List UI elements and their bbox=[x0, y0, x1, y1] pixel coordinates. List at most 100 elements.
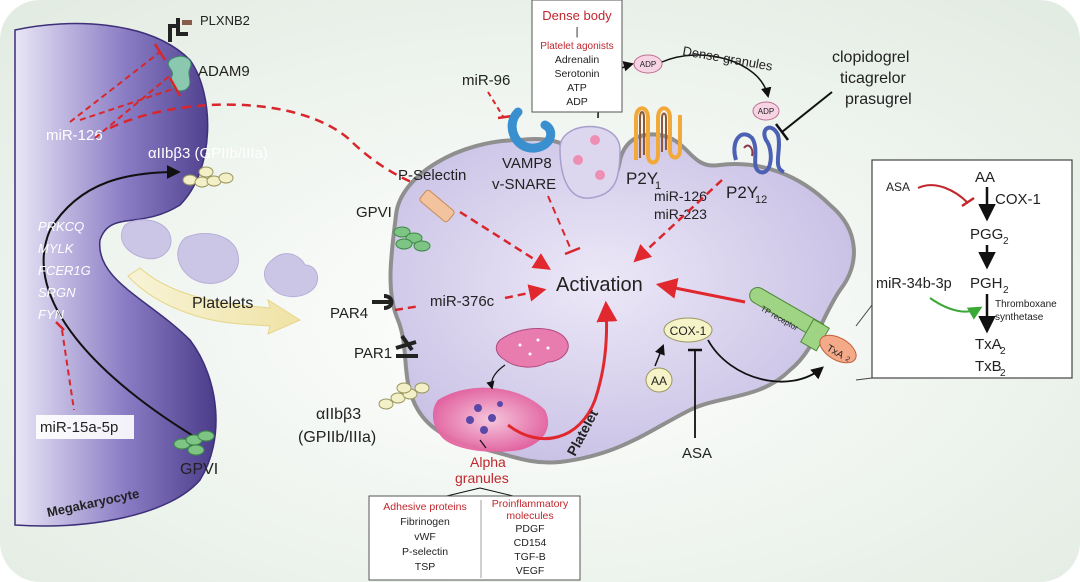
p2y1-label: P2Y bbox=[626, 169, 658, 188]
pathway-cox1: COX-1 bbox=[995, 191, 1041, 208]
inhibition-bars bbox=[153, 43, 182, 97]
mir126-inhibition-lines bbox=[69, 51, 177, 139]
gene-list: PRKCQ MYLK FCER1G SRGN FYN bbox=[38, 219, 91, 322]
pathway-pgh2-sub: 2 bbox=[1003, 285, 1009, 296]
granule-fusion-arrow bbox=[486, 364, 506, 390]
pathway-box-connector bbox=[855, 304, 873, 381]
platelet-gpvi-icon bbox=[393, 226, 431, 252]
agonist-item: ATP bbox=[567, 82, 587, 94]
p2y12-label: P2Y bbox=[726, 183, 758, 202]
adam9-protein-icon bbox=[167, 55, 192, 92]
agonists-title: Platelet agonists bbox=[540, 41, 613, 52]
agonist-item: Adrenalin bbox=[555, 54, 600, 66]
mir376c-to-activation bbox=[394, 290, 543, 312]
platelet-gpvi-label: GPVI bbox=[356, 204, 392, 221]
p2y12-sub: 12 bbox=[755, 194, 767, 206]
adhesive-item: TSP bbox=[415, 561, 435, 573]
drug-item: ticagrelor bbox=[840, 70, 906, 87]
inhibition-bar bbox=[564, 246, 581, 256]
thromboxane-pathway-box bbox=[871, 159, 1073, 379]
dense-body-separator: | bbox=[576, 26, 579, 38]
alpha-granule-shape bbox=[495, 328, 569, 368]
dense-body-cavity bbox=[559, 125, 621, 199]
alpha-granule-specks bbox=[518, 338, 550, 356]
gene-item: SRGN bbox=[38, 285, 76, 300]
mega-integrin-icon bbox=[182, 166, 234, 188]
mir96-label: miR-96 bbox=[462, 72, 510, 89]
gene-item: FYN bbox=[38, 307, 65, 322]
adp-bubble-2 bbox=[752, 101, 780, 121]
proinflam-item: TGF-B bbox=[514, 551, 546, 563]
mir126-mega-label: miR-126 bbox=[46, 127, 103, 144]
mir376c-label: miR-376c bbox=[430, 293, 495, 310]
pathway-asa-label: ASA bbox=[886, 180, 910, 194]
proinflam-item: PDGF bbox=[515, 523, 544, 535]
pathway-mir34b: miR-34b-3p bbox=[876, 276, 952, 292]
aa-bubble-label: AA bbox=[651, 374, 667, 388]
pselectin-icon bbox=[419, 189, 455, 223]
pathway-thromboxane-line2: synthetase bbox=[995, 312, 1044, 323]
pselectin-to-activation bbox=[459, 210, 551, 270]
proinflam-item: VEGF bbox=[516, 565, 545, 577]
mega-gpvi-label: GPVI bbox=[180, 461, 218, 478]
par1-icon bbox=[395, 334, 418, 358]
platelets-label: Platelets bbox=[192, 295, 253, 312]
mir15a-label: miR-15a-5p bbox=[40, 419, 118, 436]
pathway-thromboxane-line1: Thromboxane bbox=[995, 299, 1057, 310]
alpha-granule-dots bbox=[466, 401, 503, 434]
proinflam-title-line2: molecules bbox=[506, 510, 553, 522]
pathway-txa2: TxA bbox=[975, 336, 1002, 353]
adp-bubble-1 bbox=[633, 54, 663, 74]
pathway-pgg2: PGG bbox=[970, 226, 1003, 243]
drug-item: clopidogrel bbox=[832, 49, 909, 66]
p2y12-receptor-icon bbox=[732, 125, 785, 175]
dense-granules-arrow bbox=[661, 54, 772, 99]
mir126-platelet-label: miR-126 bbox=[654, 188, 707, 204]
mir15a-inhibition-line bbox=[61, 329, 75, 411]
par1-label: PAR1 bbox=[354, 345, 392, 362]
adhesive-item: P-selectin bbox=[402, 546, 448, 558]
pathway-aa: AA bbox=[975, 169, 995, 186]
pathway-txb2-sub: 2 bbox=[1000, 368, 1006, 379]
pathway-asa-inhibition bbox=[917, 184, 969, 204]
vsnare-label: v-SNARE bbox=[492, 176, 556, 193]
drugs-inhibition-line bbox=[781, 91, 833, 133]
adhesive-item: Fibrinogen bbox=[400, 516, 450, 528]
p2y1-receptor-icon bbox=[634, 106, 682, 165]
mir126-to-pselectin-arrow bbox=[109, 103, 432, 193]
adp-label-1: ADP bbox=[640, 60, 656, 69]
vamp8-label: VAMP8 bbox=[502, 155, 552, 172]
p2y1-sub: 1 bbox=[655, 180, 661, 192]
alpha-to-activation bbox=[507, 300, 618, 441]
alpha-granules-line1: Alpha bbox=[470, 454, 506, 470]
mir34b-arrow bbox=[929, 297, 983, 320]
alpha-granules-line2: granules bbox=[455, 470, 509, 486]
tp-to-activation bbox=[655, 277, 746, 304]
gene-item: FCER1G bbox=[38, 263, 91, 278]
inhibition-bar bbox=[961, 196, 975, 208]
pselectin-label: P-Selectin bbox=[398, 167, 466, 184]
pathway-pgg2-sub: 2 bbox=[1003, 236, 1009, 247]
gene-item: MYLK bbox=[38, 241, 75, 256]
pathway-txb2: TxB bbox=[975, 358, 1002, 375]
txa2-bubble-sub: 2 bbox=[844, 356, 851, 364]
inhibition-bar bbox=[55, 321, 65, 331]
adhesive-title: Adhesive proteins bbox=[383, 501, 466, 513]
agonist-item: Serotonin bbox=[555, 68, 600, 80]
p2y12-to-activation bbox=[633, 179, 723, 263]
aa-bubble bbox=[645, 367, 673, 393]
plxnb2-receptor-icon bbox=[168, 18, 192, 42]
cox1-bubble-label: COX-1 bbox=[670, 324, 707, 338]
par4-label: PAR4 bbox=[330, 305, 368, 322]
vamp8-inhibition-line bbox=[547, 195, 573, 253]
activation-label: Activation bbox=[556, 274, 643, 296]
inhibition-bar bbox=[775, 123, 789, 141]
alpha-contents-box bbox=[368, 495, 581, 581]
mir15a-label-bg bbox=[36, 415, 134, 439]
budding-platelets bbox=[121, 219, 319, 297]
proinflam-item: CD154 bbox=[514, 537, 547, 549]
asa-platelet-label: ASA bbox=[682, 445, 712, 462]
platelets-release-arrow bbox=[127, 267, 302, 335]
